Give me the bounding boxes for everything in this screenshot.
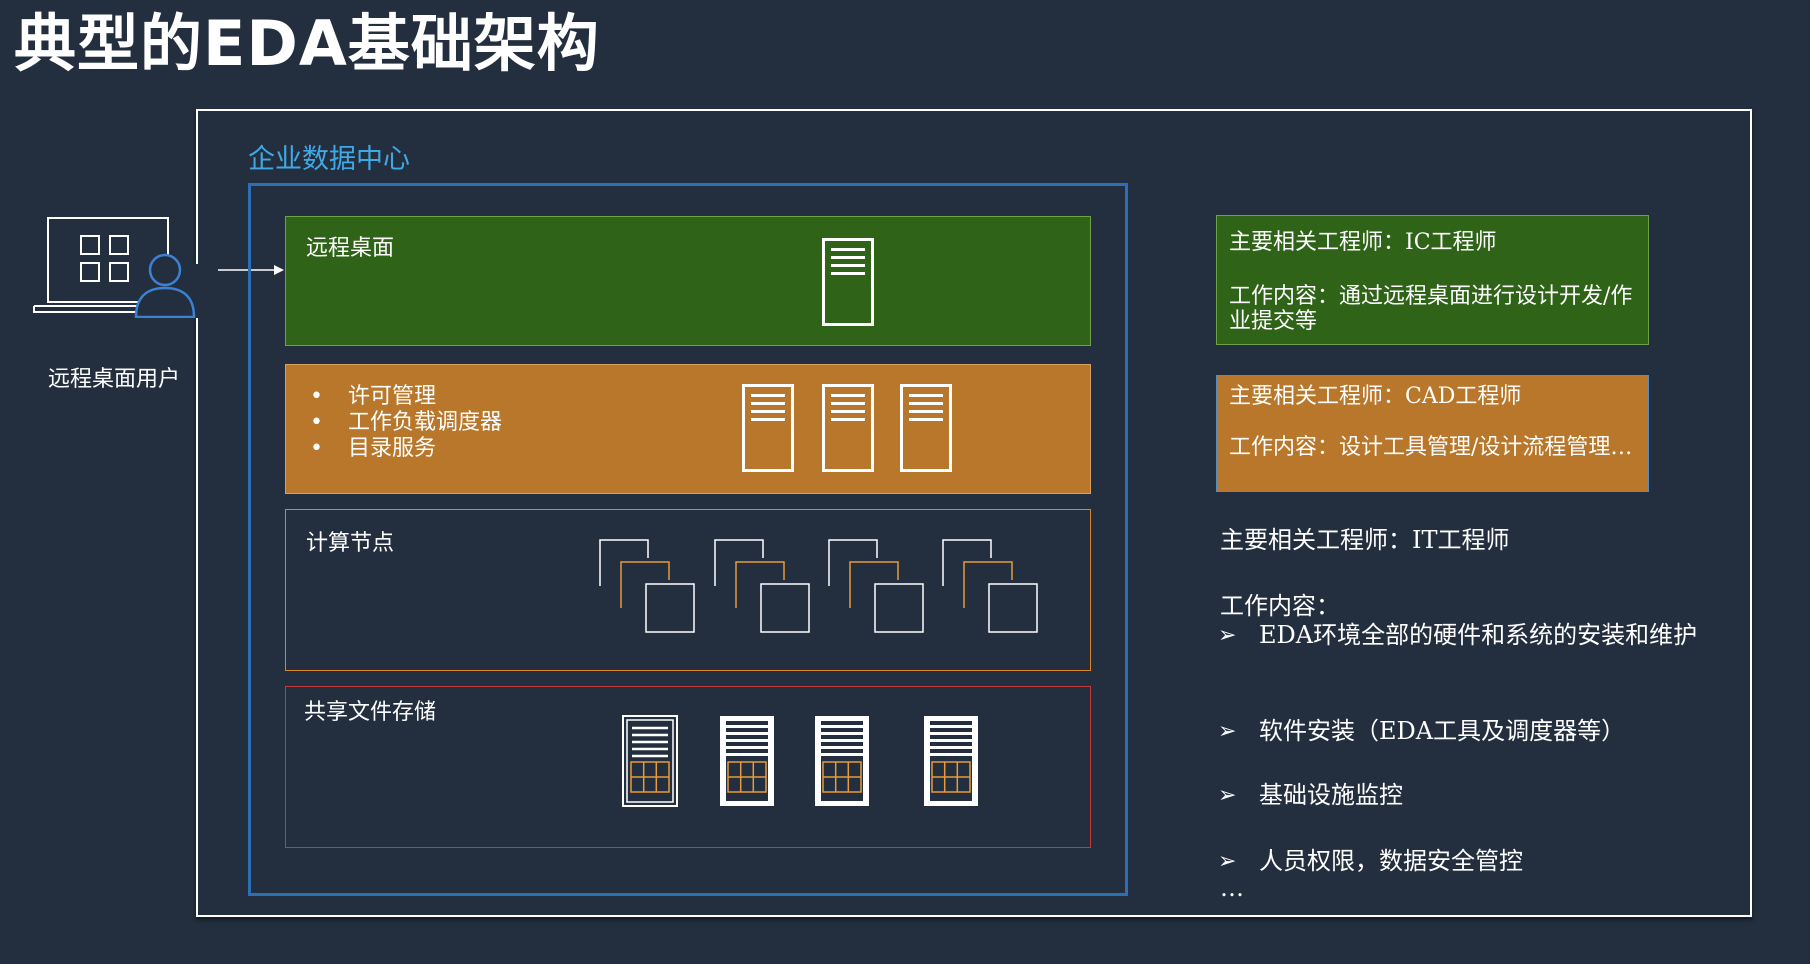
arrowhead-bullet-icon: ➢ — [1218, 783, 1237, 808]
cad-engineer-card: 主要相关工程师：CAD工程师 工作内容：设计工具管理/设计流程管理… — [1216, 375, 1649, 492]
layer-remote-desktop-label: 远程桌面 — [306, 236, 395, 261]
remote-user-label: 远程桌面用户 — [48, 367, 181, 392]
ic-engineer-title: 主要相关工程师：IC工程师 — [1229, 230, 1497, 255]
compute-node-icon — [713, 538, 815, 642]
page-title: 典型的EDA基础架构 — [14, 7, 600, 80]
storage-array-icon — [719, 715, 775, 811]
list-item: 目录服务 — [310, 436, 502, 462]
compute-node-icon — [598, 538, 700, 642]
ic-engineer-card: 主要相关工程师：IC工程师 工作内容：通过远程桌面进行设计开发/作业提交等 — [1216, 215, 1649, 345]
storage-array-icon — [622, 715, 678, 811]
laptop-user-icon — [30, 214, 200, 320]
list-item: 许可管理 — [310, 384, 502, 410]
storage-array-icon — [923, 715, 979, 811]
it-content-label: 工作内容： — [1220, 592, 1340, 620]
outer-frame — [196, 109, 1752, 917]
datacenter-label: 企业数据中心 — [248, 144, 410, 175]
server-icon — [742, 384, 794, 472]
it-task-item: ➢ 人员权限，数据安全管控 — [1218, 846, 1738, 878]
datacenter-frame — [248, 183, 1128, 896]
layer-compute-label: 计算节点 — [306, 531, 395, 556]
management-list: 许可管理 工作负载调度器 目录服务 — [310, 384, 502, 462]
cad-engineer-title: 主要相关工程师：CAD工程师 — [1229, 384, 1522, 409]
layer-remote-desktop: 远程桌面 — [285, 216, 1091, 346]
server-icon — [822, 384, 874, 472]
server-icon — [900, 384, 952, 472]
it-task-label: 人员权限，数据安全管控 — [1259, 847, 1523, 875]
compute-node-icon — [827, 538, 929, 642]
layer-storage: 共享文件存储 — [285, 686, 1091, 848]
server-icon — [822, 238, 874, 326]
it-task-label: 软件安装（EDA工具及调度器等） — [1259, 717, 1626, 745]
storage-array-icon — [814, 715, 870, 811]
it-engineer-title: 主要相关工程师：IT工程师 — [1220, 526, 1510, 554]
it-task-item: ➢ EDA环境全部的硬件和系统的安装和维护 — [1218, 620, 1738, 684]
it-task-item: ➢ 软件安装（EDA工具及调度器等） — [1218, 716, 1738, 748]
compute-node-icon — [941, 538, 1043, 642]
it-ellipsis: … — [1220, 874, 1244, 902]
layer-compute: 计算节点 — [285, 509, 1091, 671]
ic-engineer-content: 工作内容：通过远程桌面进行设计开发/作业提交等 — [1229, 284, 1633, 334]
arrowhead-bullet-icon: ➢ — [1218, 623, 1237, 648]
list-item: 工作负载调度器 — [310, 410, 502, 436]
arrowhead-bullet-icon: ➢ — [1218, 719, 1237, 744]
arrowhead-bullet-icon: ➢ — [1218, 849, 1237, 874]
it-task-item: ➢ 基础设施监控 — [1218, 780, 1738, 812]
it-task-label: EDA环境全部的硬件和系统的安装和维护 — [1259, 621, 1698, 649]
it-task-label: 基础设施监控 — [1259, 781, 1403, 809]
layer-storage-label: 共享文件存储 — [304, 700, 437, 725]
cad-engineer-content: 工作内容：设计工具管理/设计流程管理… — [1229, 435, 1633, 460]
